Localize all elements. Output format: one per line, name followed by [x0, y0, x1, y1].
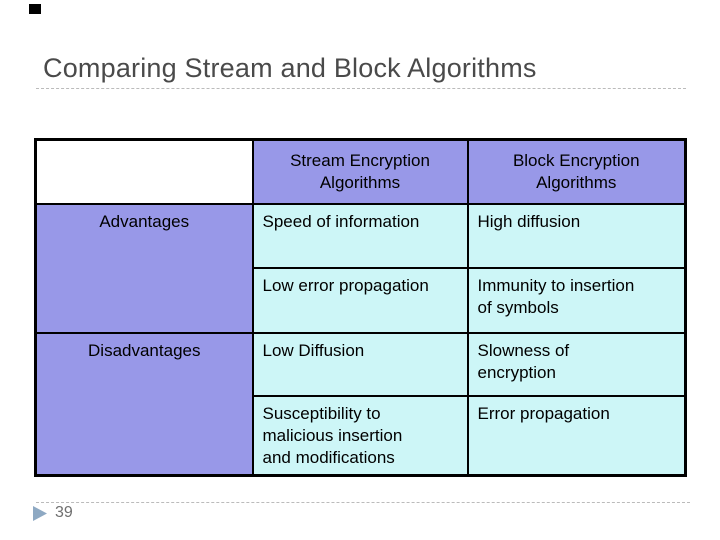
row-label-disadvantages: Disadvantages	[34, 331, 254, 477]
page-number: 39	[55, 504, 73, 521]
cell-disadvantage-stream-2: Susceptibility to malicious insertion an…	[251, 394, 469, 477]
table-row-disadvantages-1: Disadvantages Low Diffusion Slowness of …	[34, 331, 687, 477]
page-bullet-triangle-icon	[33, 506, 47, 521]
row-label-advantages: Advantages	[34, 202, 254, 334]
table-row-advantages-1: Advantages Speed of information High dif…	[34, 202, 687, 334]
footer-divider-line	[36, 502, 690, 503]
table-header-row: Stream Encryption Algorithms Block Encry…	[34, 138, 687, 205]
slide-deco-square	[29, 4, 41, 14]
column-header-stream: Stream Encryption Algorithms	[251, 138, 469, 205]
table-corner-cell	[34, 138, 254, 205]
cell-disadvantage-block-2: Error propagation	[466, 394, 687, 477]
table-row-advantages-2: Low error propagation Immunity to insert…	[36, 266, 687, 334]
cell-advantage-stream-1: Speed of information	[251, 202, 469, 269]
cell-advantage-block-2: Immunity to insertion of symbols	[466, 266, 687, 334]
title-divider-line	[36, 88, 686, 89]
cell-advantage-stream-2: Low error propagation	[251, 266, 469, 334]
cell-disadvantage-block-1: Slowness of encryption	[466, 331, 687, 397]
cell-advantage-block-1: High diffusion	[466, 202, 687, 269]
table-row-disadvantages-2: Susceptibility to malicious insertion an…	[36, 394, 687, 477]
comparison-table: Stream Encryption Algorithms Block Encry…	[34, 138, 687, 477]
column-header-block: Block Encryption Algorithms	[466, 138, 687, 205]
cell-disadvantage-stream-1: Low Diffusion	[251, 331, 469, 397]
slide-title: Comparing Stream and Block Algorithms	[43, 53, 537, 83]
